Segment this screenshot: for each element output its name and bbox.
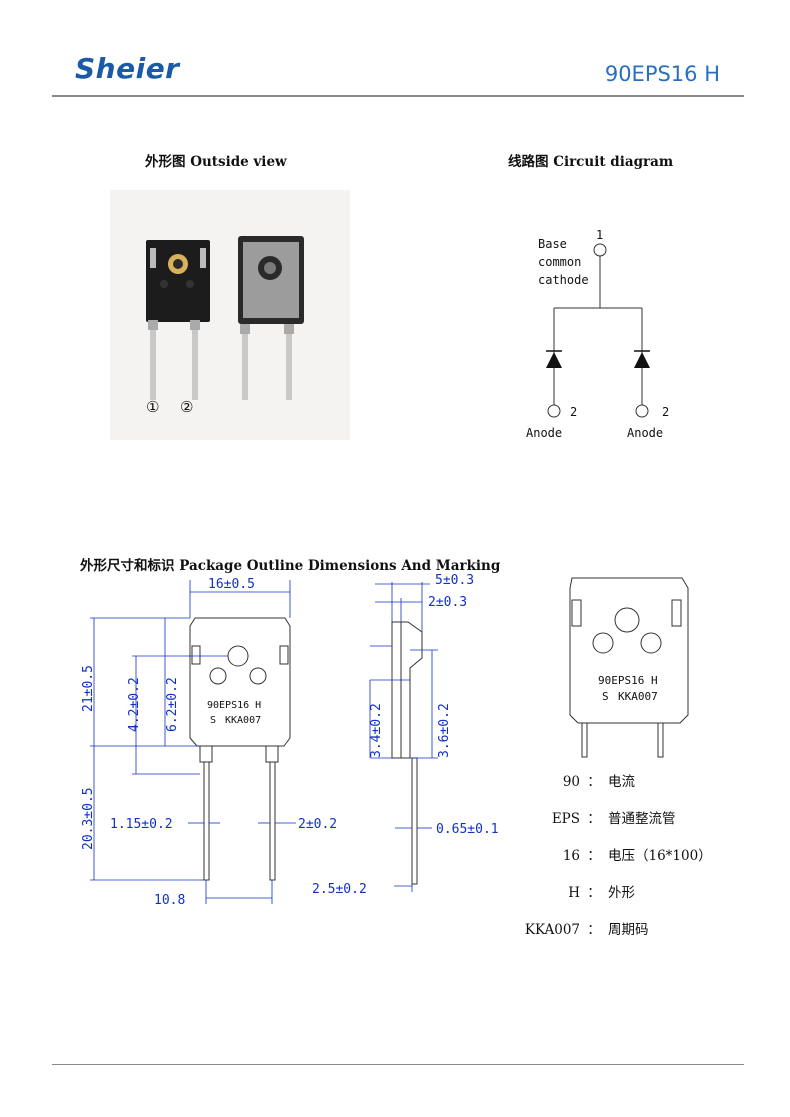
front-marking-line2: KKA007 [225, 715, 261, 726]
dim-lead-thickness: 0.65±0.1 [436, 822, 499, 837]
diode-left-symbol [546, 352, 562, 368]
marking-desc: 电流 [608, 774, 635, 790]
dim-body-mid: 6.2±0.2 [165, 677, 180, 732]
diode-right-symbol [634, 352, 650, 368]
dim-hole-position: 4.2±0.2 [127, 677, 142, 732]
front-marking-logo: S [210, 715, 216, 726]
marking-colon: ： [587, 922, 601, 938]
base-label-1: Base [538, 237, 567, 251]
marking-colon: ： [587, 885, 601, 901]
marking-logo: S [602, 690, 609, 703]
package-dimension-drawing: 90EPS16 H S KKA007 [81, 573, 499, 908]
part-number: 90EPS16 H [604, 62, 720, 86]
marking-desc: 周期码 [608, 922, 649, 938]
marking-key-row: H ： 外形 [510, 881, 712, 918]
pin1-label: ① [146, 398, 159, 416]
marking-desc: 普通整流管 [608, 811, 676, 827]
pin-base-number: 1 [596, 228, 603, 242]
marking-code: 90 [562, 774, 580, 790]
marking-desc: 外形 [608, 885, 635, 901]
marking-key-row: 90 ： 电流 [510, 770, 712, 807]
marking-code: EPS [551, 811, 580, 827]
package-outline-title: 外形尺寸和标识 Package Outline Dimensions And M… [80, 558, 501, 574]
marking-desc: 电压（16*100） [608, 848, 712, 864]
marking-colon: ： [587, 848, 601, 864]
dim-lead-width: 1.15±0.2 [110, 817, 173, 832]
device-photo: ① ② [110, 190, 350, 440]
marking-key-row: KKA007 ： 周期码 [510, 918, 712, 955]
brand-logo: Sheier [75, 52, 180, 85]
marking-line2: KKA007 [618, 690, 658, 703]
marking-code: H [568, 885, 580, 901]
marking-colon: ： [587, 774, 601, 790]
dim-side-a: 3.4±0.2 [369, 703, 384, 758]
marking-code: KKA007 [524, 922, 580, 938]
front-marking-line1: 90EPS16 H [207, 700, 261, 711]
circuit-diagram: Base common cathode 1 2 2 Anode Anode [526, 228, 669, 440]
marking-key-row: 16 ： 电压（16*100） [510, 844, 712, 881]
footer-divider [52, 1064, 744, 1065]
marking-code: 16 [562, 848, 580, 864]
marking-line1: 90EPS16 H [598, 674, 658, 687]
marking-key-row: EPS ： 普通整流管 [510, 807, 712, 844]
device-photo-drawing: ① ② [146, 236, 304, 416]
pin-anode-left-number: 2 [570, 405, 577, 419]
dim-height-total: 21±0.5 [81, 665, 96, 712]
marking-colon: ： [587, 811, 601, 827]
dim-lead-offset: 2.5±0.2 [312, 882, 367, 897]
pin-anode-right-number: 2 [662, 405, 669, 419]
dim-tab: 2±0.3 [428, 595, 467, 610]
header-divider [52, 95, 744, 97]
anode-right-label: Anode [627, 426, 663, 440]
base-label-2: common [538, 255, 581, 269]
dim-side-b: 3.6±0.2 [437, 703, 452, 758]
pin2-label: ② [180, 398, 193, 416]
dim-lead-length: 20.3±0.5 [81, 787, 96, 850]
marking-key: 90 ： 电流 EPS ： 普通整流管 16 ： 电压（16*100） H ： 外形 KKA00… [510, 770, 712, 955]
base-label-3: cathode [538, 273, 589, 287]
dim-lead-width-2: 2±0.2 [298, 817, 337, 832]
outside-view-title: 外形图 Outside view [145, 154, 287, 170]
dim-pitch: 10.8 [154, 893, 185, 908]
dim-width: 16±0.5 [208, 577, 255, 592]
marking-drawing: 90EPS16 H S KKA007 [569, 577, 689, 758]
anode-left-label: Anode [526, 426, 562, 440]
circuit-diagram-title: 线路图 Circuit diagram [508, 154, 674, 170]
dim-thickness: 5±0.3 [435, 573, 474, 588]
